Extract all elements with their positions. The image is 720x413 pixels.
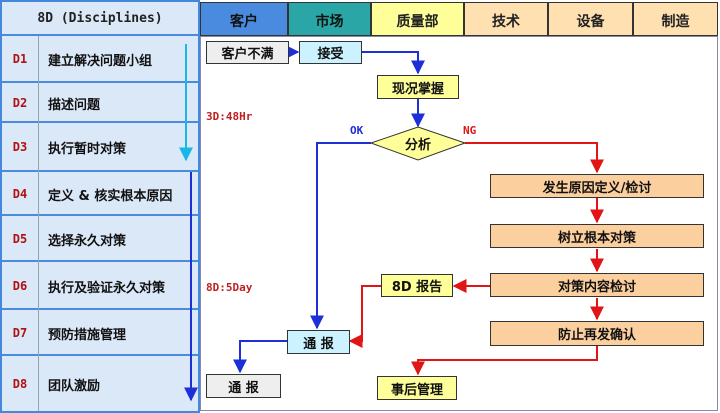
col-label-tech: 技术 [492, 14, 520, 30]
step-row-d3 [2, 123, 198, 172]
step-text-d7: 预防措施管理 [48, 328, 127, 343]
arrow-report-notify [348, 285, 381, 348]
step-row-d5 [2, 216, 198, 262]
step-text-d2: 描述问题 [48, 98, 101, 113]
step-code-d8: D8 [12, 377, 28, 391]
step-code-d4: D4 [12, 187, 28, 201]
step-row-d4 [2, 172, 198, 216]
disciplines-header [2, 2, 198, 36]
col-label-customer: 客户 [230, 14, 258, 30]
code-divider [38, 36, 39, 411]
col-header-tech [464, 2, 548, 36]
branch-label-ok: OK [350, 124, 364, 137]
box-review: 对策内容检讨 [490, 273, 704, 297]
step-code-d5: D5 [12, 232, 28, 246]
box-after-manage: 事后管理 [377, 376, 457, 400]
arrow-notify-customer [233, 340, 287, 374]
col-header-manufacturing [633, 2, 718, 36]
box-notify-customer: 通 报 [206, 374, 281, 398]
step-text-d3: 执行暂时对策 [48, 142, 127, 157]
step-text-d4: 定义 & 核实根本原因 [48, 189, 173, 204]
timer-d3: 3D:48Hr [206, 110, 253, 123]
box-cause-check: 发生原因定义/检讨 [490, 174, 704, 198]
step-code-d6: D6 [12, 279, 28, 293]
step-code-d3: D3 [12, 140, 28, 154]
box-grasp: 现况掌握 [377, 75, 459, 99]
step-row-d2 [2, 83, 198, 123]
step-code-d7: D7 [12, 326, 28, 340]
step-text-d5: 选择永久对策 [48, 234, 127, 249]
step-row-d8 [2, 356, 198, 411]
step-row-d1 [2, 36, 198, 83]
box-prevent: 防止再发确认 [490, 321, 704, 346]
col-header-equipment [548, 2, 633, 36]
box-8d-report: 8D 报告 [381, 274, 453, 297]
box-analyze: 分析 [404, 137, 431, 153]
col-header-quality [371, 2, 464, 36]
col-label-manufacturing: 制造 [661, 14, 690, 30]
box-complaint: 客户不满 [206, 41, 289, 64]
step-row-d7 [2, 310, 198, 356]
arrow-prevent-after [411, 346, 598, 376]
step-text-d1: 建立解决问题小组 [48, 54, 153, 69]
col-label-quality: 质量部 [396, 14, 439, 30]
step-code-d1: D1 [12, 52, 28, 66]
arrow-ok-branch [310, 142, 371, 330]
col-header-customer [200, 2, 288, 36]
col-label-market: 市场 [315, 14, 344, 30]
col-header-market [288, 2, 371, 36]
arrow-accept-grasp [362, 51, 425, 75]
timer-d6: 8D:5Day [206, 281, 253, 294]
box-accept: 接受 [299, 41, 362, 64]
analyze-diamond [369, 126, 467, 161]
branch-label-ng: NG [463, 124, 477, 137]
box-root-fix: 树立根本对策 [490, 224, 704, 248]
step-text-d8: 团队激励 [48, 379, 101, 394]
disciplines-header-text: 8D (Disciplines) [37, 11, 163, 26]
arrow-ng-branch [465, 142, 604, 174]
box-notify-mid: 通 报 [287, 330, 350, 354]
flow-area [200, 36, 718, 411]
step-row-d6 [2, 262, 198, 310]
step-code-d2: D2 [12, 96, 28, 110]
col-label-equipment: 设备 [576, 14, 605, 30]
step-text-d6: 执行及验证永久对策 [48, 281, 166, 296]
